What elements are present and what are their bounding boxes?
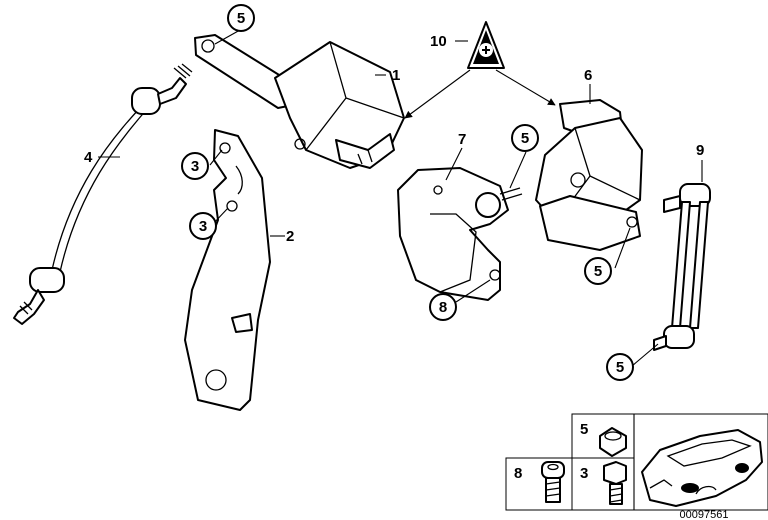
callout-8: 8 (429, 293, 457, 321)
hazard-triangle-icon (467, 21, 505, 69)
callout-7-text: 7 (458, 131, 466, 148)
coupling-rod-part (13, 63, 193, 325)
legend-screw-number: 3 (580, 465, 588, 482)
socket-bolt-icon (541, 461, 565, 503)
arrow-to-part-1 (404, 69, 471, 119)
mounting-bracket-part (397, 167, 523, 301)
diagram-number: 00097561 (680, 509, 729, 520)
callout-1: 1 (392, 67, 400, 84)
callout-5d: 5 (606, 353, 634, 381)
ride-height-sensor-part (194, 34, 405, 169)
callout-9-text: 9 (696, 142, 704, 159)
callout-5b: 5 (511, 124, 539, 152)
legend-nut-number: 5 (580, 421, 588, 438)
callout-6-text: 6 (584, 67, 592, 84)
callout-4-text: 4 (84, 149, 93, 166)
callout-4: 4 (84, 149, 93, 166)
legend-bolt-number: 8 (514, 465, 522, 482)
callout-3a: 3 (181, 152, 209, 180)
callout-5b-text: 5 (521, 130, 529, 147)
legend-box: 5 3 8 (505, 413, 768, 511)
callout-2: 2 (286, 228, 294, 245)
callout-5c: 5 (584, 257, 612, 285)
callout-5c-text: 5 (594, 263, 602, 280)
callout-3a-text: 3 (191, 158, 199, 175)
callout-8-text: 8 (439, 299, 447, 316)
callout-10-text: 10 (430, 33, 447, 50)
nut-icon (599, 427, 627, 457)
link-rod-part (653, 183, 711, 351)
leader-lines (98, 29, 703, 367)
bracket-part (184, 129, 271, 411)
callout-5a: 5 (227, 4, 255, 32)
sensor-unit-part (535, 99, 643, 251)
callout-6: 6 (584, 67, 592, 84)
callout-2-text: 2 (286, 228, 294, 245)
car-silhouette-icon (641, 429, 763, 507)
callout-7: 7 (458, 131, 466, 148)
callout-3b-text: 3 (199, 218, 207, 235)
callout-3b: 3 (189, 212, 217, 240)
callout-5a-text: 5 (237, 10, 245, 27)
callout-10: 10 (430, 33, 447, 50)
callout-1-text: 1 (392, 67, 400, 84)
callout-9: 9 (696, 142, 704, 159)
arrow-to-part-6 (495, 69, 556, 106)
hex-screw-icon (603, 461, 627, 505)
callout-5d-text: 5 (616, 359, 624, 376)
